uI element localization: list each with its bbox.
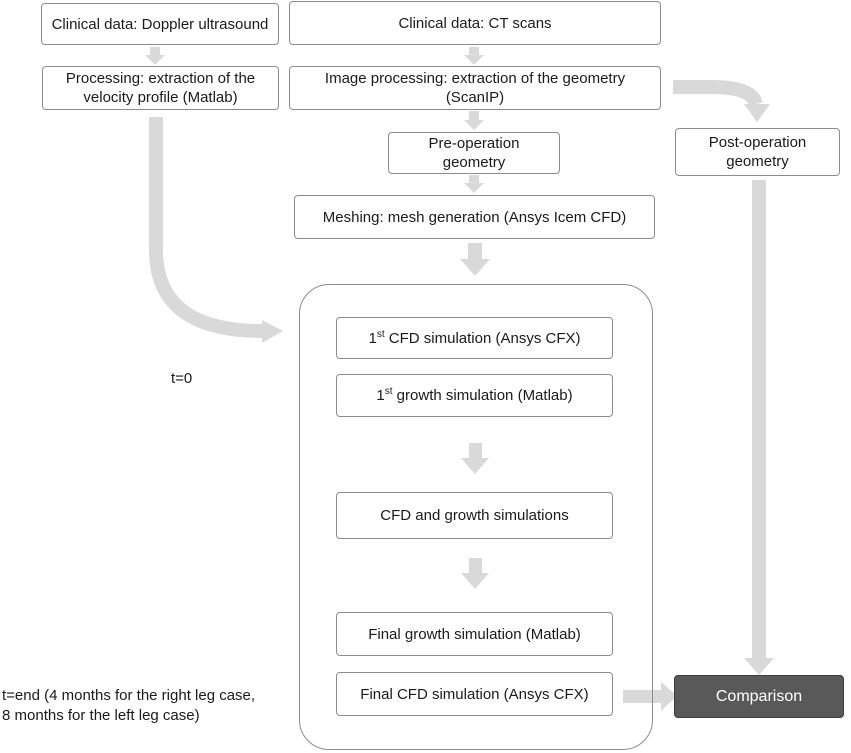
growth-simulation-1-suffix: st [384, 386, 393, 397]
postop-geometry-line1: Post-operation [708, 134, 807, 151]
final-growth-simulation-box: Final growth simulation (Matlab) [336, 612, 613, 656]
growth-simulation-1-ordinal: 1 [376, 387, 385, 404]
growth-simulation-1-label: 1st growth simulation (Matlab) [376, 386, 572, 405]
t-end-line1: t=end (4 months for the right leg case, [2, 687, 256, 704]
postop-geometry-box: Post-operation geometry [675, 128, 840, 176]
arrow-velocity-to-simulations [149, 117, 263, 338]
arrow-postop-to-comparison [744, 180, 774, 675]
cfd-growth-simulations-label: CFD and growth simulations [380, 507, 569, 524]
meshing-box: Meshing: mesh generation (Ansys Icem CFD… [294, 195, 655, 239]
cfd-simulation-1-box: 1st CFD simulation (Ansys CFX) [336, 317, 613, 359]
ct-data-label: Clinical data: CT scans [398, 14, 552, 32]
final-cfd-simulation-label: Final CFD simulation (Ansys CFX) [360, 685, 589, 703]
t-end-line2: 8 months for the left leg case) [2, 707, 200, 724]
doppler-data-label: Clinical data: Doppler ultrasound [51, 15, 269, 33]
cfd-simulation-1-text: CFD simulation (Ansys CFX) [384, 329, 581, 347]
cfd-simulation-1-suffix: st [376, 328, 385, 340]
preop-geometry-line2: geometry [442, 154, 506, 171]
arrow-doppler-to-processing [145, 47, 165, 65]
growth-simulation-1-box: 1st growth simulation (Matlab) [336, 374, 613, 417]
arrow-ct-to-image-processing [464, 47, 484, 65]
preop-geometry-line1: Pre-operation [428, 135, 520, 152]
arrow-growth1-to-cfd-growth [461, 443, 489, 474]
arrow-image-processing-to-postop [673, 80, 763, 107]
geometry-processing-box: Image processing: extraction of the geom… [289, 66, 661, 110]
growth-simulation-1-text: growth simulation (Matlab) [392, 387, 573, 404]
arrow-image-processing-to-preop [464, 111, 484, 130]
geometry-processing-line1: Image processing: extraction of the geom… [324, 70, 626, 87]
ct-data-box: Clinical data: CT scans [289, 1, 661, 45]
postop-geometry-line2: geometry [726, 153, 789, 170]
arrow-final-cfd-to-comparison [623, 682, 677, 711]
velocity-processing-box: Processing: extraction of the velocity p… [42, 66, 279, 110]
velocity-processing-line2: velocity profile (Matlab) [83, 89, 238, 106]
t-zero-note: t=0 [171, 369, 192, 389]
comparison-box: Comparison [674, 675, 844, 718]
cfd-simulation-1-ordinal: 1 [368, 329, 377, 347]
final-growth-simulation-label: Final growth simulation (Matlab) [368, 625, 581, 643]
arrow-meshing-to-simulations [460, 243, 490, 276]
arrow-preop-to-meshing [464, 175, 484, 193]
velocity-processing-line1: Processing: extraction of the [65, 70, 256, 87]
comparison-label: Comparison [715, 688, 803, 705]
cfd-growth-simulations-box: CFD and growth simulations [336, 492, 613, 539]
meshing-label: Meshing: mesh generation (Ansys Icem CFD… [322, 208, 627, 226]
geometry-processing-line2: (ScanIP) [445, 89, 505, 106]
preop-geometry-box: Pre-operation geometry [388, 132, 560, 174]
final-cfd-simulation-box: Final CFD simulation (Ansys CFX) [336, 672, 613, 716]
arrow-cfd-growth-to-final-growth [461, 558, 489, 589]
doppler-data-box: Clinical data: Doppler ultrasound [41, 3, 279, 45]
t-end-note: t=end (4 months for the right leg case, … [2, 686, 255, 726]
t-zero-label: t=0 [171, 370, 193, 387]
cfd-simulation-1-label: 1st CFD simulation (Ansys CFX) [369, 329, 581, 348]
simulation-loop-container [299, 284, 653, 750]
